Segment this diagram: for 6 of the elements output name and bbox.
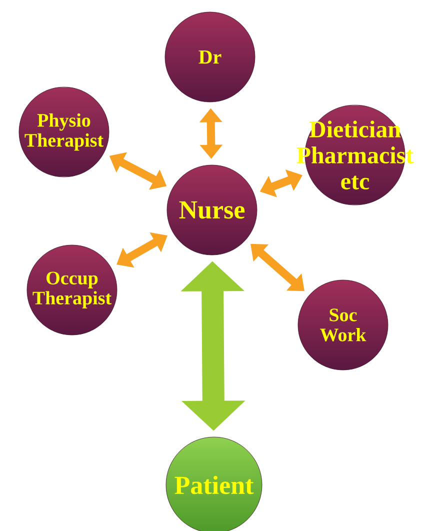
double-arrow — [250, 244, 304, 292]
circle-node: Occup Therapist — [26, 244, 118, 336]
circle-node: Soc Work — [298, 280, 388, 370]
circle-node: Dr — [164, 12, 256, 102]
circle-node: Physio Therapist — [18, 86, 110, 178]
circle-node: Nurse — [166, 164, 258, 256]
